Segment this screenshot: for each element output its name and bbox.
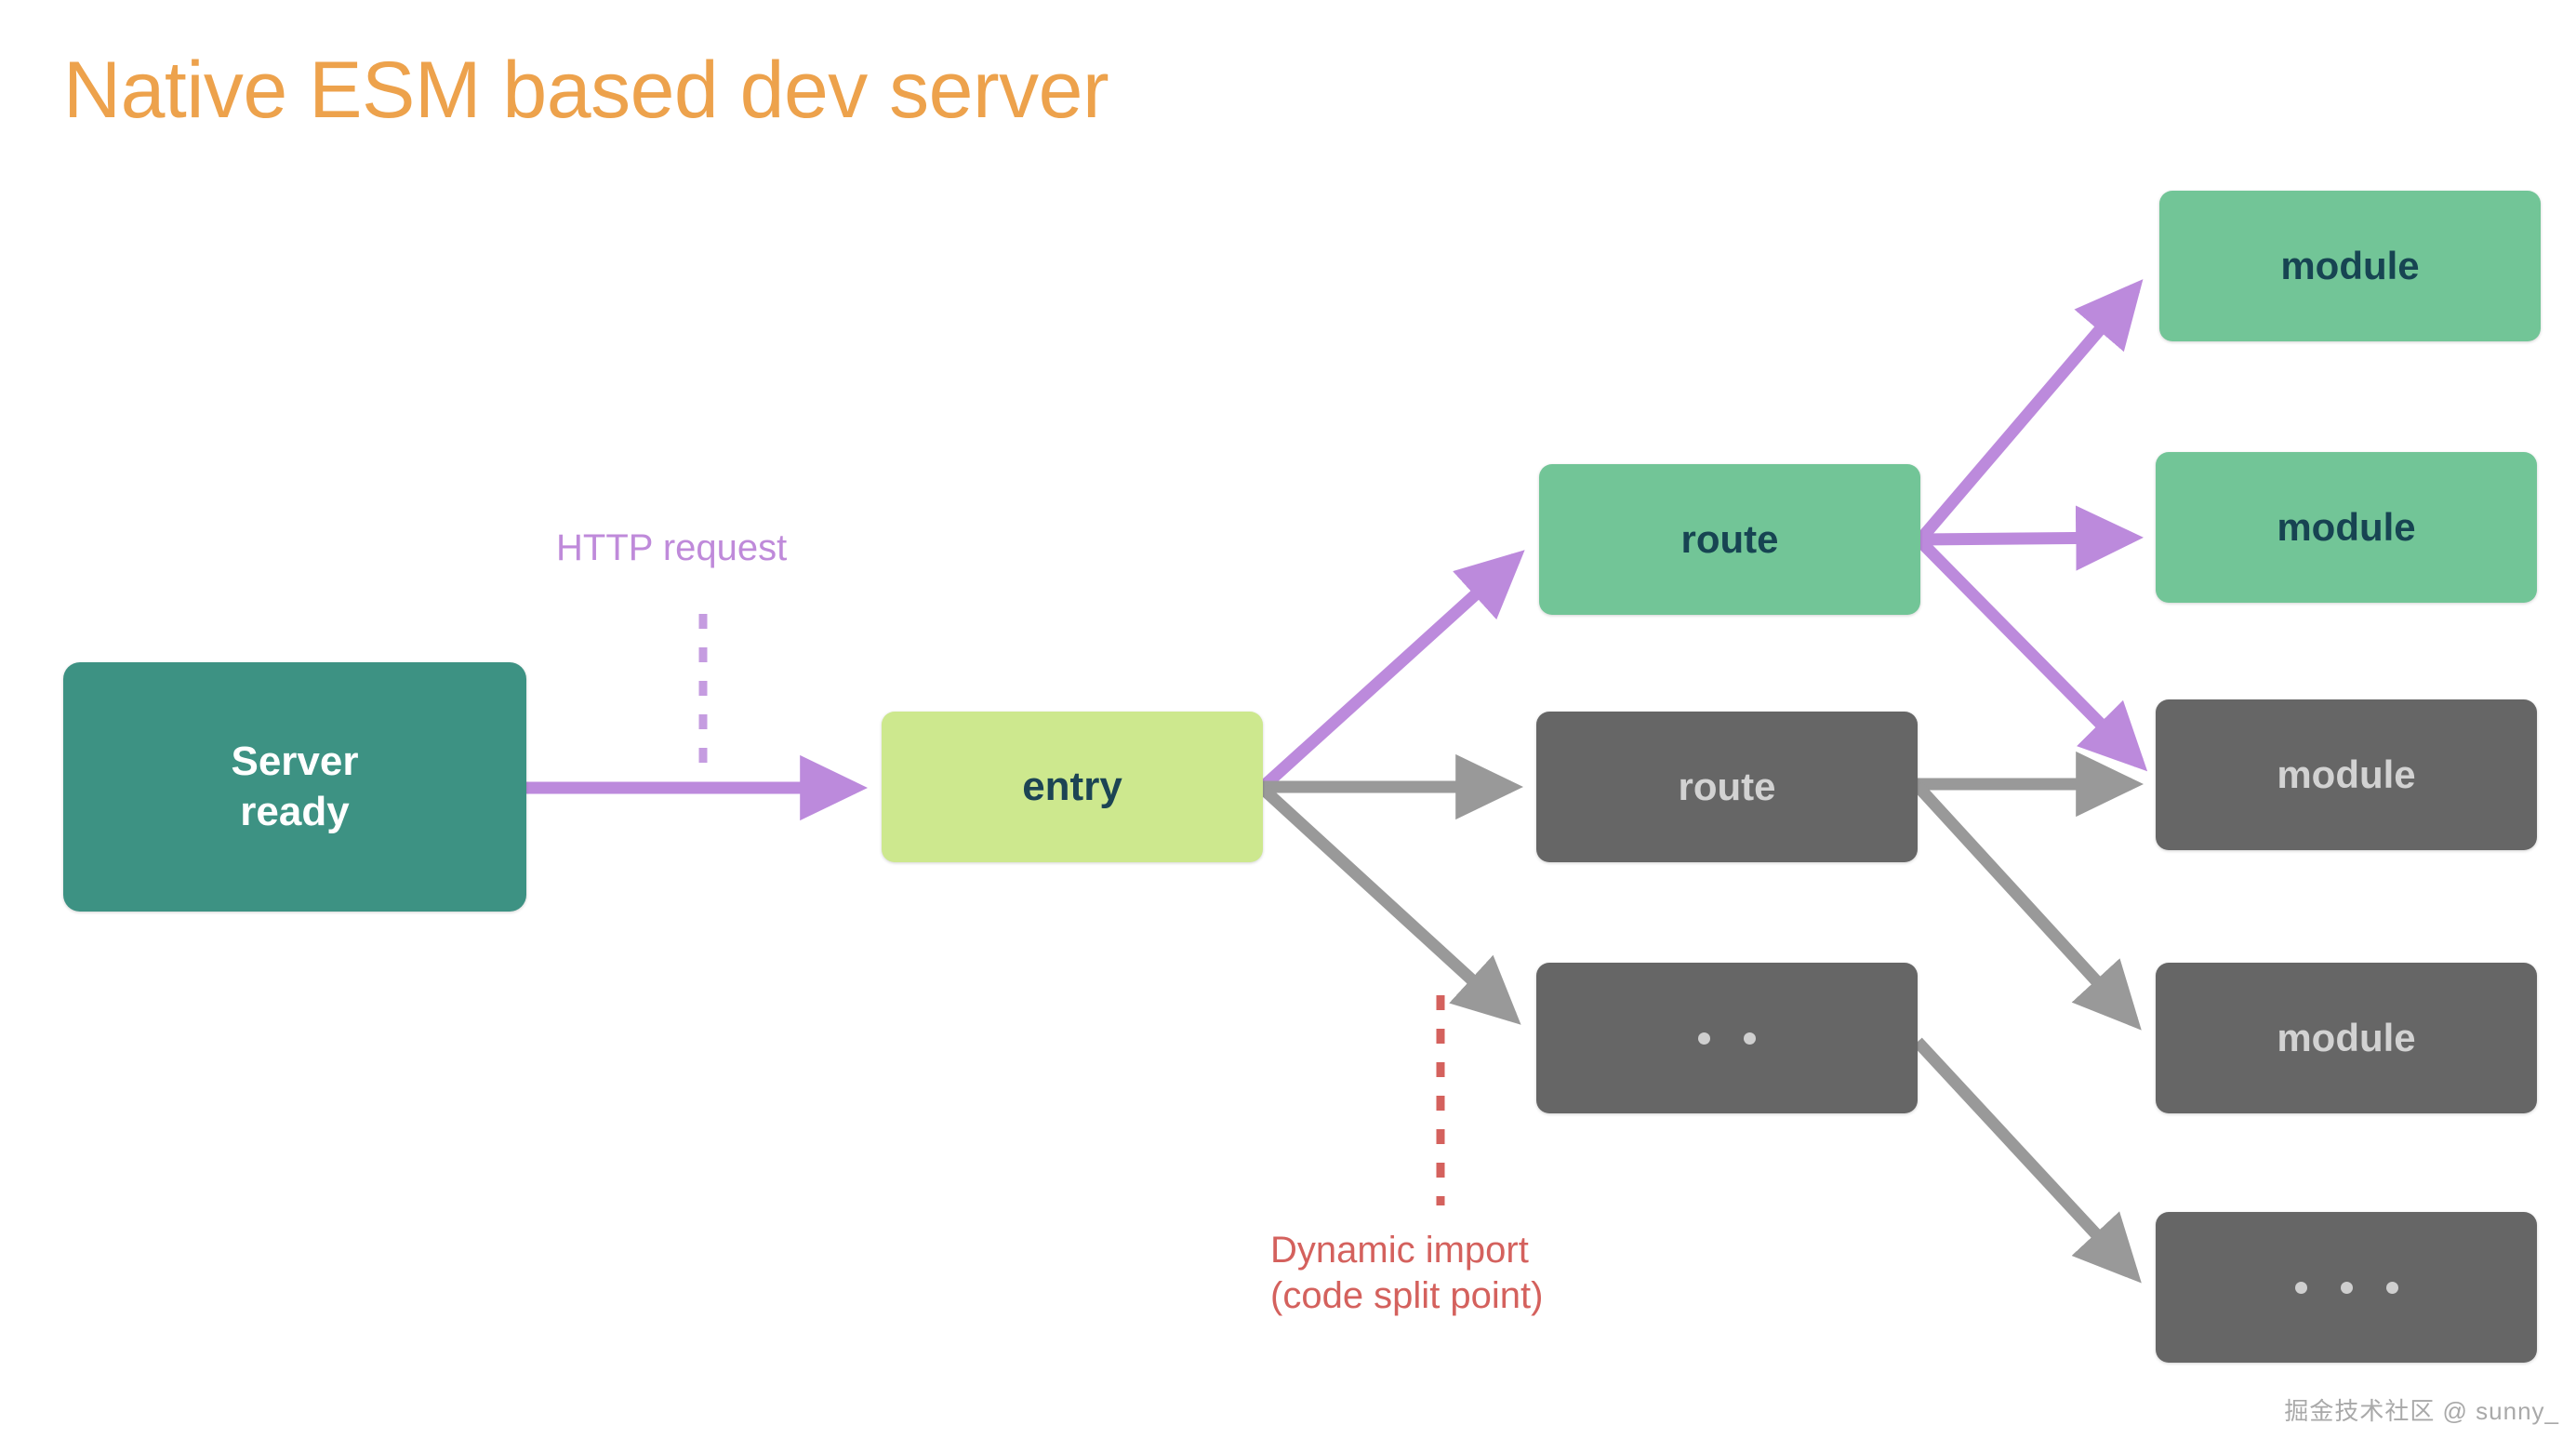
- annotation-http-request: HTTP request: [556, 527, 788, 568]
- edge-route1-module1: [1916, 279, 2144, 544]
- node-entry[interactable]: entry: [882, 712, 1263, 862]
- node-label: Server ready: [231, 739, 359, 834]
- dot: [1744, 1032, 1756, 1045]
- node-label: route: [1680, 517, 1779, 562]
- watermark: 掘金技术社区 @ sunny_: [2284, 1397, 2559, 1425]
- dot: [2385, 1281, 2398, 1294]
- edge-entry-route1: [1258, 550, 1525, 792]
- page-title: Native ESM based dev server: [63, 46, 1109, 135]
- node-module-4[interactable]: module: [2156, 963, 2537, 1113]
- edge-route2-module4: [1913, 781, 2142, 1031]
- node-module-1[interactable]: module: [2159, 191, 2541, 341]
- node-ellipsis-three[interactable]: [2156, 1212, 2537, 1363]
- ellipsis-dots: [2294, 1281, 2398, 1294]
- dot: [2340, 1281, 2353, 1294]
- node-label: module: [2280, 244, 2420, 288]
- node-route-gray[interactable]: route: [1536, 712, 1918, 862]
- node-module-2[interactable]: module: [2156, 452, 2537, 603]
- node-label: module: [2277, 752, 2416, 797]
- node-label: entry: [1022, 764, 1122, 810]
- node-server-ready[interactable]: Server ready: [63, 662, 526, 912]
- edge-dots2-dots3: [1913, 1037, 2142, 1284]
- edge-route1-module2: [1919, 505, 2144, 571]
- node-route-green[interactable]: route: [1539, 464, 1920, 615]
- node-label: module: [2277, 1016, 2416, 1060]
- node-label: route: [1678, 765, 1776, 809]
- node-ellipsis-two[interactable]: [1536, 963, 1918, 1113]
- edge-route1-module3: [1916, 537, 2148, 772]
- node-label: module: [2277, 505, 2416, 550]
- annotation-dynamic-import: Dynamic import (code split point): [1270, 1230, 1544, 1316]
- ellipsis-dots: [1698, 1032, 1756, 1045]
- node-module-3[interactable]: module: [2156, 699, 2537, 850]
- dot: [2294, 1281, 2307, 1294]
- dot: [1698, 1032, 1710, 1045]
- edge-entry-dots2: [1258, 784, 1521, 1025]
